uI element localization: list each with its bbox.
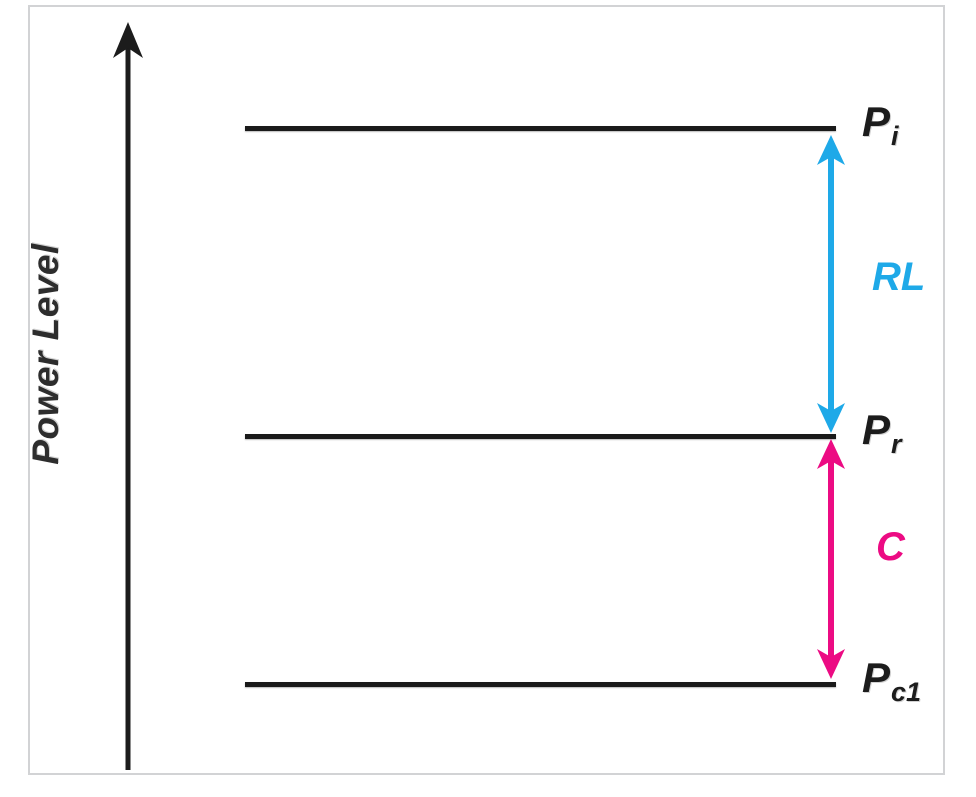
level-line-reflected (245, 434, 836, 439)
double-headed-arrow-icon (817, 439, 845, 679)
level-label-incident: Pi (862, 98, 899, 151)
power-level-axis (105, 14, 151, 774)
level-label-coupled: Pc1 (862, 654, 921, 707)
diagram-frame (28, 5, 945, 775)
level-subscript: i (891, 121, 899, 151)
axis-arrow-icon (113, 22, 143, 770)
level-line-incident (245, 126, 836, 131)
axis-title-power-level: Power Level (25, 243, 66, 465)
level-symbol: P (862, 406, 891, 453)
level-symbol: P (862, 98, 891, 145)
measure-label-return-loss: RL (872, 255, 926, 299)
measure-label-coupling: C (876, 525, 905, 569)
level-subscript: c1 (891, 677, 922, 707)
return-loss-arrow (808, 133, 854, 435)
coupling-arrow (808, 437, 854, 681)
level-label-reflected: Pr (862, 406, 902, 459)
double-headed-arrow-icon (817, 135, 845, 433)
level-symbol: P (862, 654, 891, 701)
level-line-coupled (245, 682, 836, 687)
level-subscript: r (891, 429, 902, 459)
